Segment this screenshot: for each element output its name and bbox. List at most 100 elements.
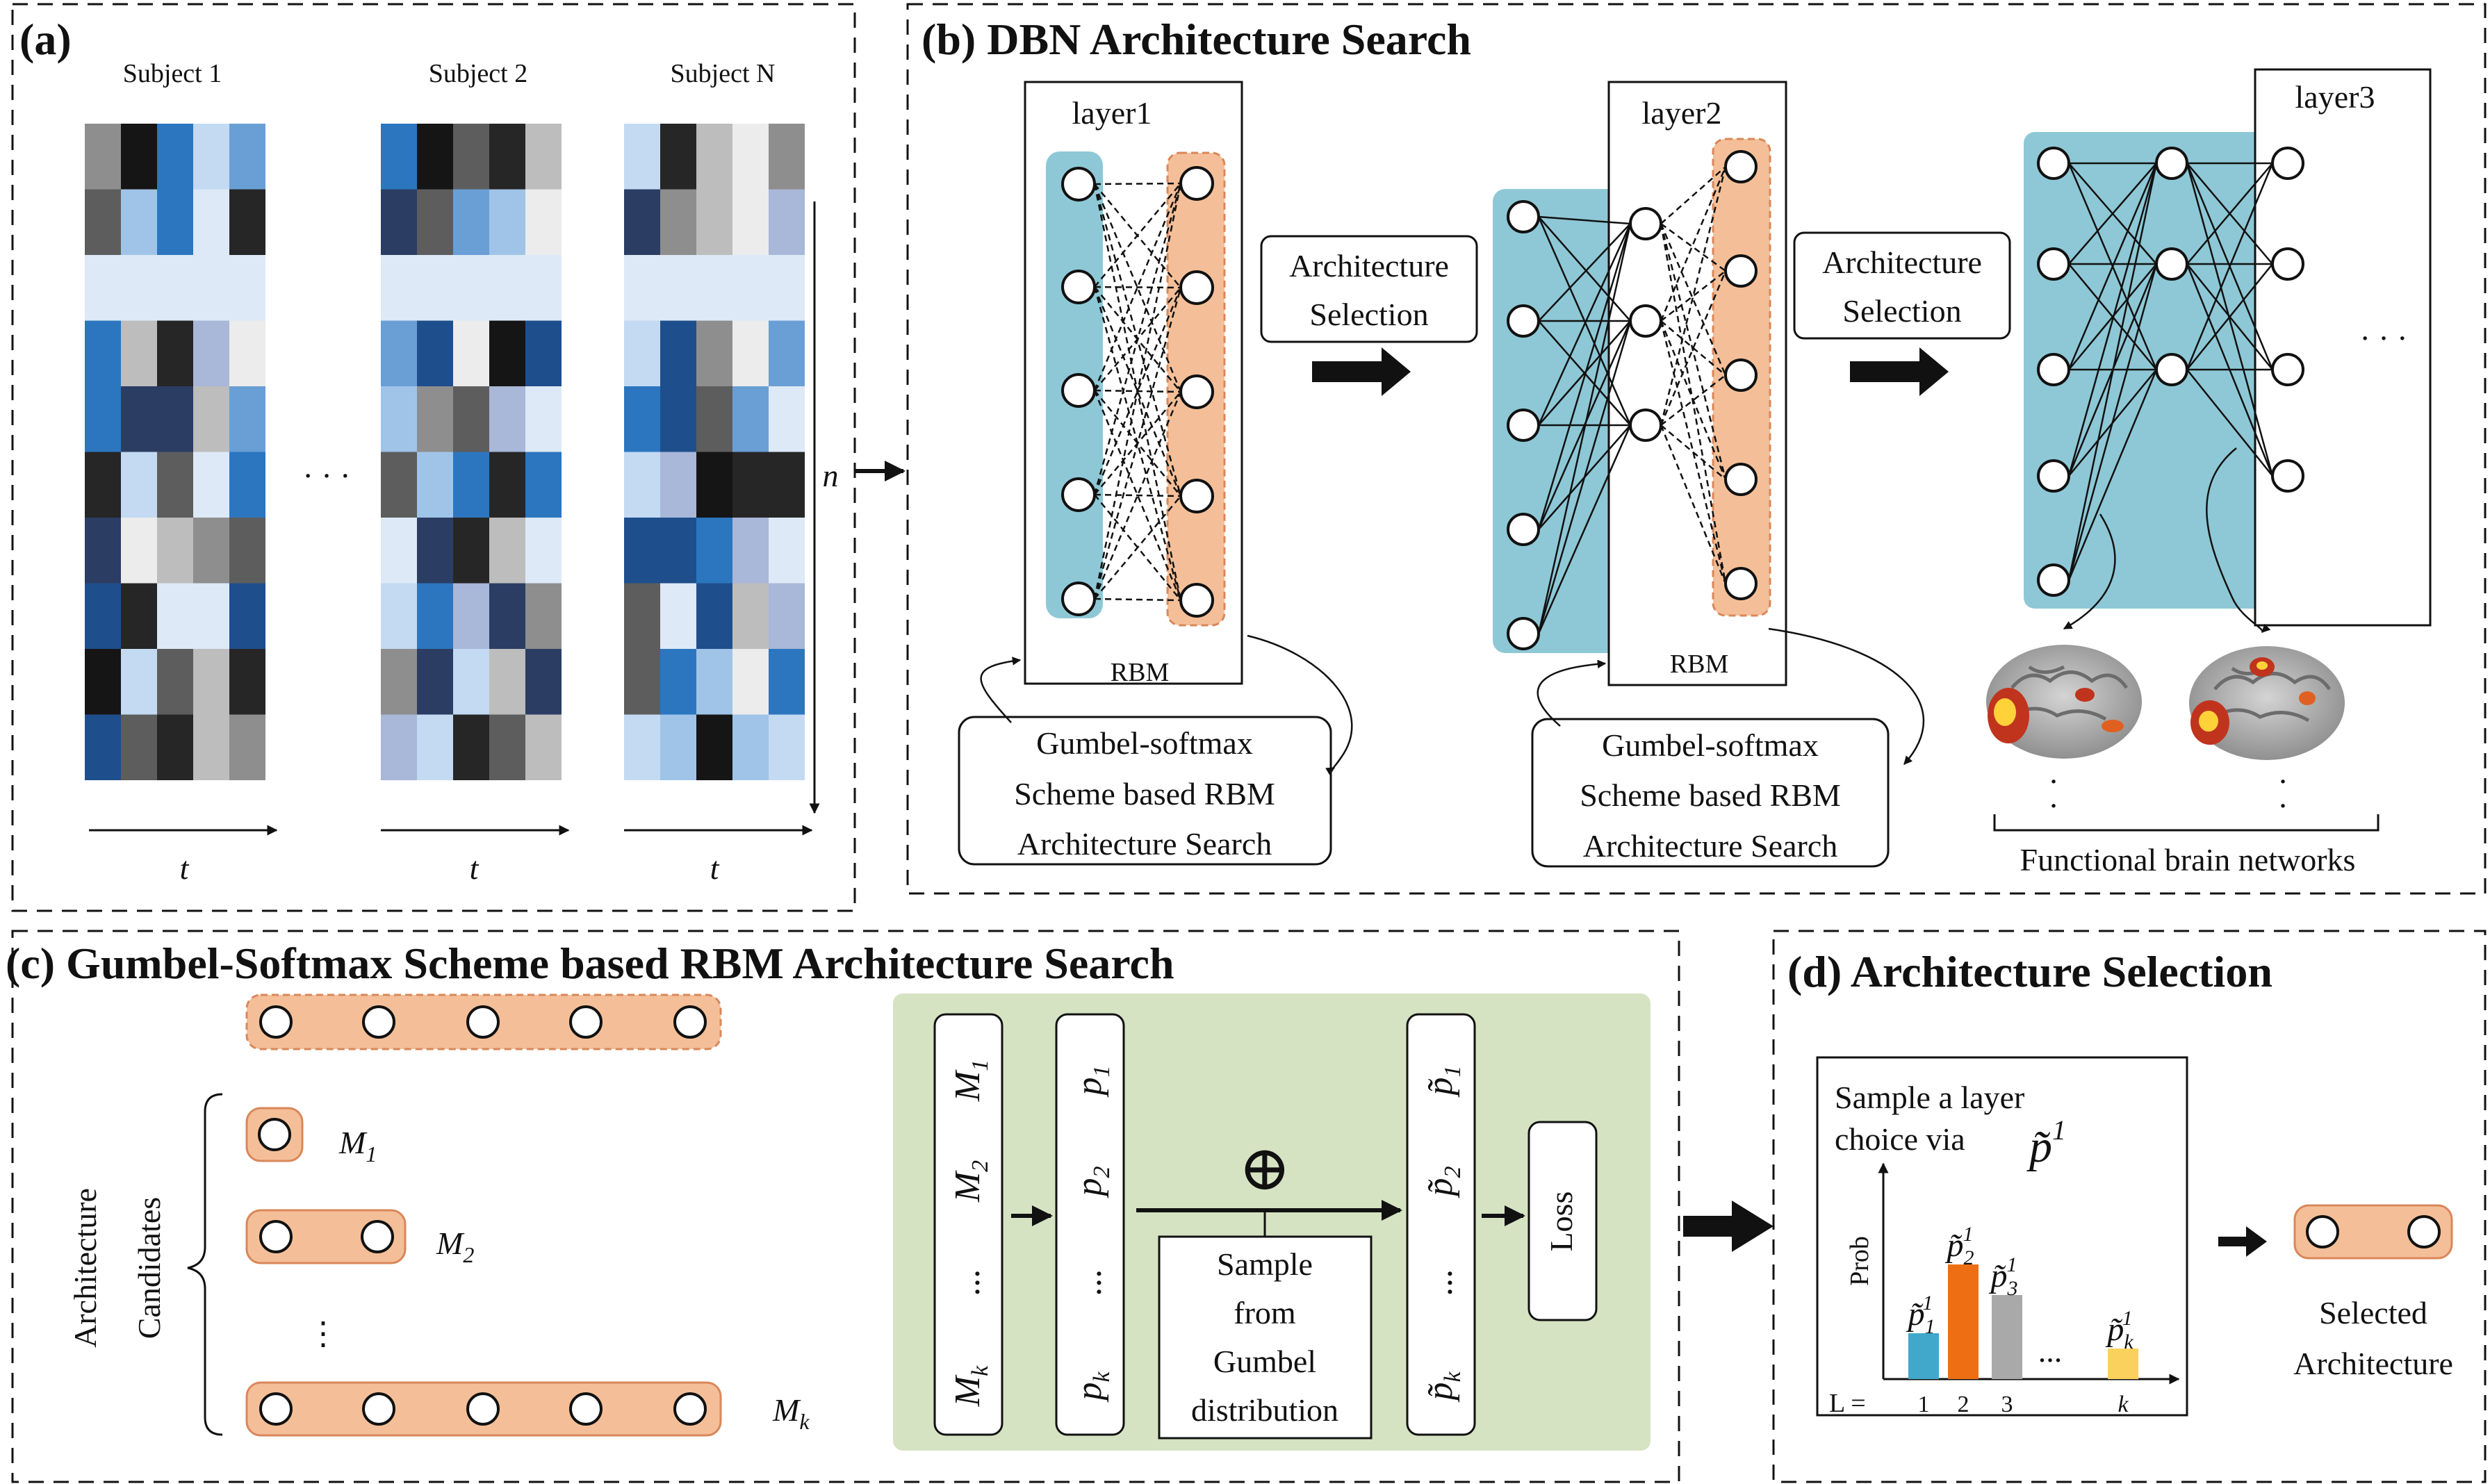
hidden-node: [2155, 247, 2188, 281]
arrow-c-to-d: [1683, 1201, 1774, 1252]
heatmap-cell: [624, 714, 660, 780]
heatmap-cell: [193, 649, 229, 715]
heatmap-cell: [489, 124, 525, 190]
heatmap-cell: [121, 583, 157, 649]
bar-2: [1948, 1264, 1979, 1379]
connection-line: [2186, 263, 2273, 370]
heatmap-cell: [732, 518, 769, 584]
search-box-1-line2: Scheme based RBM: [1014, 776, 1275, 811]
panel-c: (c) Gumbel-Softmax Scheme based RBM Arch…: [6, 939, 1774, 1451]
heatmap-cell: [769, 649, 805, 715]
panel-b-box: [906, 3, 2487, 895]
arch-selection-box-2: [1793, 231, 2011, 340]
connection-line: [1093, 286, 1182, 497]
heatmap-cell: [381, 583, 417, 649]
heatmap-cell: [85, 583, 121, 649]
heatmap-cell: [453, 583, 489, 649]
layer3-connections: [2067, 162, 2274, 581]
connection-line: [1660, 270, 1727, 426]
heatmap-cell: [525, 714, 562, 780]
heatmap-cell: [157, 714, 193, 780]
brain-map-2: [2189, 646, 2345, 760]
fbn-bracket: [1993, 814, 2380, 832]
heatmap-cell: [769, 386, 805, 452]
heatmap-cell: [417, 386, 453, 452]
brain-vdots-1b: ·: [2048, 788, 2058, 823]
sample-line2: from: [1234, 1295, 1296, 1330]
m2-label: M2: [436, 1226, 474, 1267]
connection-line: [1538, 215, 1631, 225]
arrow-arch-selection-2: [1850, 347, 1949, 396]
heatmap-cell: [85, 386, 121, 452]
panel-c-title: (c) Gumbel-Softmax Scheme based RBM Arch…: [6, 939, 1174, 988]
heatmap-cell: [193, 124, 229, 190]
heatmap-cell: [157, 124, 193, 190]
heatmap-cell: [453, 255, 489, 321]
column-m: [933, 1013, 1004, 1436]
candidate-node: [1724, 463, 1758, 496]
ellipsis-subjects: · · ·: [303, 458, 351, 493]
brain-vdots-2b: ·: [2277, 788, 2288, 823]
heatmap-cell: [624, 452, 660, 518]
heatmap-cell: [121, 386, 157, 452]
full-layer-nodes: [259, 1005, 707, 1039]
connection-line: [2067, 163, 2158, 370]
visible-node: [1061, 270, 1096, 304]
hidden-node: [1179, 479, 1214, 513]
heatmap-cell: [624, 386, 660, 452]
arch-selection-2-line1: Architecture: [1822, 245, 1982, 280]
heatmap-cell: [732, 320, 769, 386]
heatmap-cell: [381, 255, 417, 321]
sample-text-line1: Sample a layer: [1835, 1080, 2024, 1115]
heatmap-cell: [525, 649, 562, 715]
candidate-node: [259, 1220, 293, 1253]
connection-line: [1660, 270, 1726, 322]
heatmap-cell: [85, 189, 121, 255]
search-box-1-line1: Gumbel-softmax: [1036, 725, 1253, 761]
visible-node: [2037, 353, 2070, 386]
connection-line: [1660, 374, 1726, 426]
heatmap-cell: [696, 320, 732, 386]
n-label: n: [823, 458, 839, 493]
connection-line: [2186, 369, 2273, 477]
layer2-connections: [1537, 166, 1727, 634]
search-box-2-line2: Scheme based RBM: [1580, 777, 1841, 813]
layer1-connections: [1093, 182, 1182, 602]
visible-node: [1061, 477, 1096, 512]
heatmap-cell: [157, 386, 193, 452]
heatmap-cell: [732, 452, 769, 518]
bar-ellipsis: ...: [2038, 1333, 2063, 1369]
visible-node: [1061, 582, 1096, 616]
connection-line: [1537, 223, 1632, 634]
heatmap-cell: [732, 649, 769, 715]
heatmap-cell: [229, 452, 265, 518]
connection-line: [1094, 493, 1181, 497]
connection-line: [1537, 223, 1632, 530]
heatmap-cell: [229, 124, 265, 190]
visible-node: [2037, 147, 2070, 180]
hidden-node: [1629, 304, 1662, 338]
y-axis-label: Prob: [1845, 1236, 1874, 1286]
heatmap-cell: [193, 255, 229, 321]
heatmap-cell: [193, 518, 229, 584]
subject-n-label: Subject N: [671, 59, 776, 88]
heatmap-cell: [624, 583, 660, 649]
heatmap-cell: [769, 583, 805, 649]
layer3-node: [2271, 247, 2304, 281]
candidates-label-line1: Architecture: [67, 1188, 103, 1348]
heatmap-cell: [660, 320, 696, 386]
heatmap-cell: [696, 452, 732, 518]
layer3-label: layer3: [2295, 79, 2375, 115]
bar-label-3: p̃31: [1989, 1253, 2018, 1300]
full-layer-node: [466, 1005, 500, 1039]
connection-line: [2186, 163, 2273, 265]
column-p-tilde-entry: p̃1: [1420, 1066, 1466, 1098]
heatmap-cell: [229, 714, 265, 780]
hidden-node: [1179, 166, 1214, 201]
heatmap-cell: [489, 255, 525, 321]
brain-vdots-1: ·: [2048, 764, 2058, 799]
heatmap-cell: [525, 189, 562, 255]
connection-line: [1660, 166, 1727, 322]
heatmap-cell: [453, 452, 489, 518]
